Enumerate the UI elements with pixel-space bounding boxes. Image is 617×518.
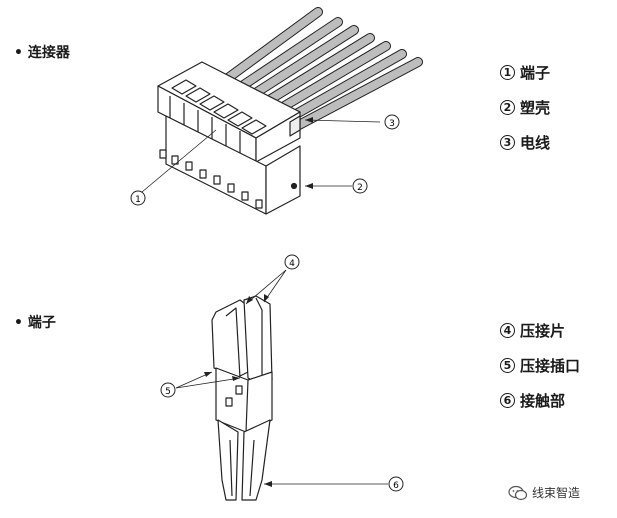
legend-top: 1 端子 2 塑壳 3 电线 [500, 62, 550, 153]
callout-2: 2 [352, 178, 368, 194]
legend-num: 1 [500, 65, 515, 80]
connector-housing [157, 61, 301, 215]
legend-label: 端子 [520, 64, 551, 82]
legend-label: 压接片 [520, 322, 566, 340]
callout-4: 4 [284, 254, 300, 270]
leader-lines [141, 119, 388, 485]
callout-3-label: 3 [389, 119, 395, 129]
legend-label: 压接插口 [520, 357, 581, 375]
callout-1: 1 [130, 190, 146, 206]
callout-5-label: 5 [165, 387, 171, 397]
legend-num: 6 [500, 393, 515, 408]
callout-4-label: 4 [289, 259, 295, 269]
legend-item-crimp-tab: 4 压接片 [500, 320, 580, 341]
callout-3: 3 [384, 114, 400, 130]
leader-arrows [204, 117, 313, 487]
legend-item-housing: 2 塑壳 [500, 97, 550, 118]
terminal-section-title: • 端子 [14, 315, 56, 331]
legend-num: 3 [500, 135, 515, 150]
legend-num: 2 [500, 100, 515, 115]
callout-5: 5 [160, 382, 176, 398]
legend-num: 4 [500, 323, 515, 338]
callout-2-label: 2 [357, 183, 363, 193]
connector-section-title: • 连接器 [14, 45, 70, 61]
legend-num: 5 [500, 358, 515, 373]
callout-1-label: 1 [135, 195, 141, 205]
legend-item-terminal: 1 端子 [500, 62, 550, 83]
watermark-text: 线束智造 [532, 486, 581, 500]
watermark: 线束智造 [508, 484, 580, 501]
legend-label: 塑壳 [520, 99, 551, 117]
terminal-drawing [211, 295, 273, 501]
callout-6: 6 [388, 476, 404, 492]
legend-label: 接触部 [520, 392, 566, 410]
wechat-icon [508, 485, 528, 500]
legend-item-wire: 3 电线 [500, 132, 550, 153]
legend-label: 电线 [520, 134, 551, 152]
legend-bottom: 4 压接片 5 压接插口 6 接触部 [500, 320, 580, 411]
legend-item-contact: 6 接触部 [500, 390, 580, 411]
legend-item-crimp-socket: 5 压接插口 [500, 355, 580, 376]
callout-6-label: 6 [393, 481, 399, 491]
